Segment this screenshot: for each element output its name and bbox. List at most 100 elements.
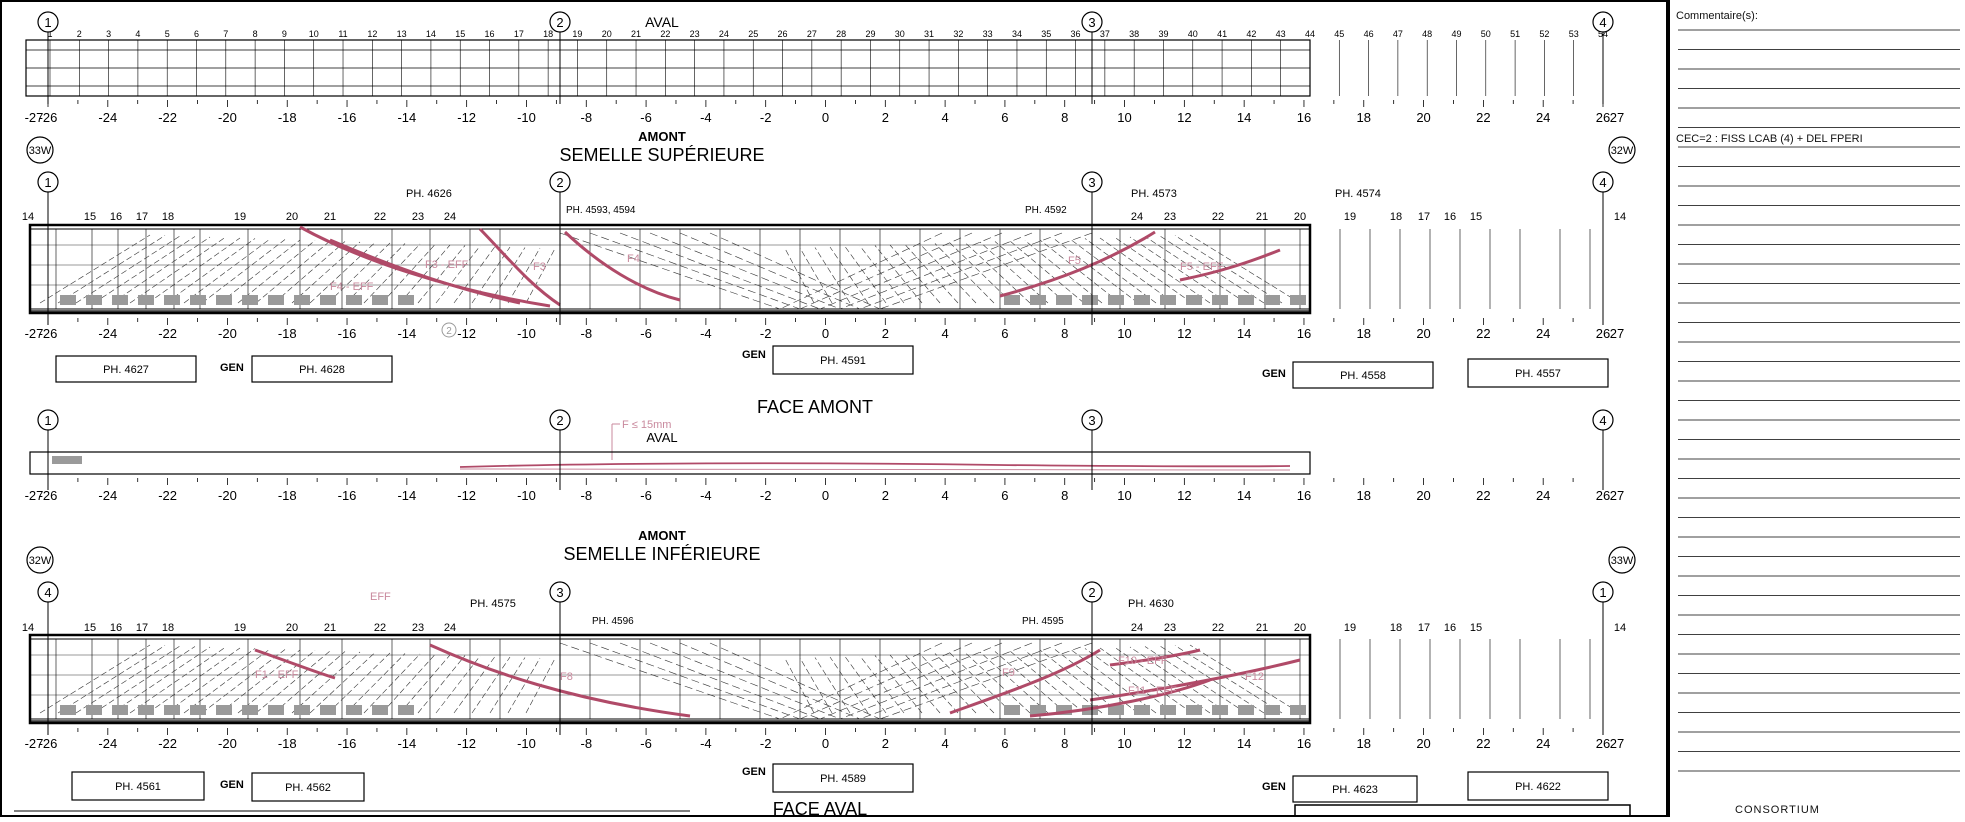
crack-label: F4 [627,253,640,265]
scale-label: -2 [760,110,772,125]
station-number: 33 [983,29,993,39]
stiffener-number: 16 [110,622,122,634]
axis-lines [47,32,1604,735]
station-number: 13 [397,29,407,39]
scale-label: -16 [338,736,357,751]
gen-label: GEN [742,766,766,778]
stiffener-number: 14 [22,211,34,223]
axis-label: 2 [556,15,563,30]
scale-label: -16 [338,110,357,125]
stiffener-number: 16 [1444,622,1456,634]
scale-label: -6 [640,110,652,125]
scale-label: -18 [278,488,297,503]
bottom-flange-title: SEMELLE INFÉRIEURE [563,544,760,564]
scale-label: 2 [882,110,889,125]
scale-label: 2 [882,488,889,503]
scale-label: 8 [1061,326,1068,341]
crack-label: F5 [1068,255,1081,267]
station-number: 28 [836,29,846,39]
station-number: 27 [807,29,817,39]
face-amont-photo-label: PH. 4626 [406,188,452,200]
scale-label: 10 [1117,488,1131,503]
scale-label: 24 [1536,326,1550,341]
crack-label: F11 - EFF [1128,685,1177,697]
photo-box-label: PH. 4627 [103,364,149,376]
face-aval-web-hatching [30,639,1591,722]
scale-label: -24 [98,736,117,751]
station-number: 4 [135,29,140,39]
gen-label: GEN [220,779,244,791]
photo-box-label: PH. 4558 [1340,370,1386,382]
scale-label: 16 [1297,488,1311,503]
station-number: 47 [1393,29,1403,39]
scale-label: -22 [158,110,177,125]
photo-box-label: PH. 4557 [1515,368,1561,380]
stiffener-number: 24 [1131,211,1143,223]
column-label: 33W [1611,555,1634,567]
station-number: 30 [895,29,905,39]
scale-label: 24 [1536,736,1550,751]
scale-label: -8 [580,488,592,503]
axis-label: 4 [1599,15,1606,30]
scale-label: -12 [457,110,476,125]
scale-label: -26 [39,110,58,125]
gen-label: GEN [1262,368,1286,380]
station-number: 5 [165,29,170,39]
face-amont-photo-boxes: PH. 4627 GEN PH. 4628 GEN PH. 4591 GEN P… [55,345,1609,389]
scale-label: -16 [338,326,357,341]
scale-label: -12 [457,326,476,341]
scale-label: -12 [457,736,476,751]
scale-label: 27 [1610,488,1624,503]
scale-label: -20 [218,110,237,125]
stiffener-number: 14 [1614,622,1626,634]
station-number: 24 [719,29,729,39]
scale-label: 2 [882,326,889,341]
column-label: 33W [29,145,52,157]
scale-label: 16 [1297,326,1311,341]
axis-label: 1 [44,175,51,190]
scale-label: 26 [1596,326,1610,341]
photo-box-label: PH. 4591 [820,355,866,367]
gen-label: GEN [220,362,244,374]
axis-label: 3 [556,585,563,600]
station-number: 10 [309,29,319,39]
photo-box-label: PH. 4622 [1515,781,1561,793]
scale-label: 6 [1001,326,1008,341]
face-aval-crack-lines [254,643,1301,718]
scale-label: -24 [98,488,117,503]
station-number: 34 [1012,29,1022,39]
stiffener-number: 23 [412,622,424,634]
scale-label: 10 [1117,736,1131,751]
face-amont-crack-lines [299,225,1281,308]
stiffener-number: 22 [1212,622,1224,634]
crack-label: F3 - EFF [425,259,469,271]
scale-label: 12 [1177,736,1191,751]
stiffener-number: 19 [1344,622,1356,634]
scale-label: 18 [1357,488,1371,503]
scale-label: 12 [1177,488,1191,503]
station-number: 20 [602,29,612,39]
axis-label: 1 [44,15,51,30]
scale-label: 6 [1001,488,1008,503]
photo-box-label: PH. 4561 [115,781,161,793]
scale-label: 0 [822,110,829,125]
scale-label: 22 [1476,736,1490,751]
station-number: 9 [282,29,287,39]
stiffener-number: 24 [1131,622,1143,634]
stiffener-number: 18 [162,211,174,223]
stiffener-number: 20 [286,622,298,634]
scale-label: -24 [98,326,117,341]
face-amont-photo-label: PH. 4593, 4594 [566,205,636,216]
stiffener-number: 19 [234,211,246,223]
stiffener-number: 14 [22,622,34,634]
scale-label: 22 [1476,110,1490,125]
scale-label: 14 [1237,736,1251,751]
station-number: 6 [194,29,199,39]
station-number: 14 [426,29,436,39]
scale-label: 20 [1416,110,1430,125]
station-number: 32 [953,29,963,39]
scale-label: 4 [941,110,948,125]
stiffener-number: 23 [1164,622,1176,634]
